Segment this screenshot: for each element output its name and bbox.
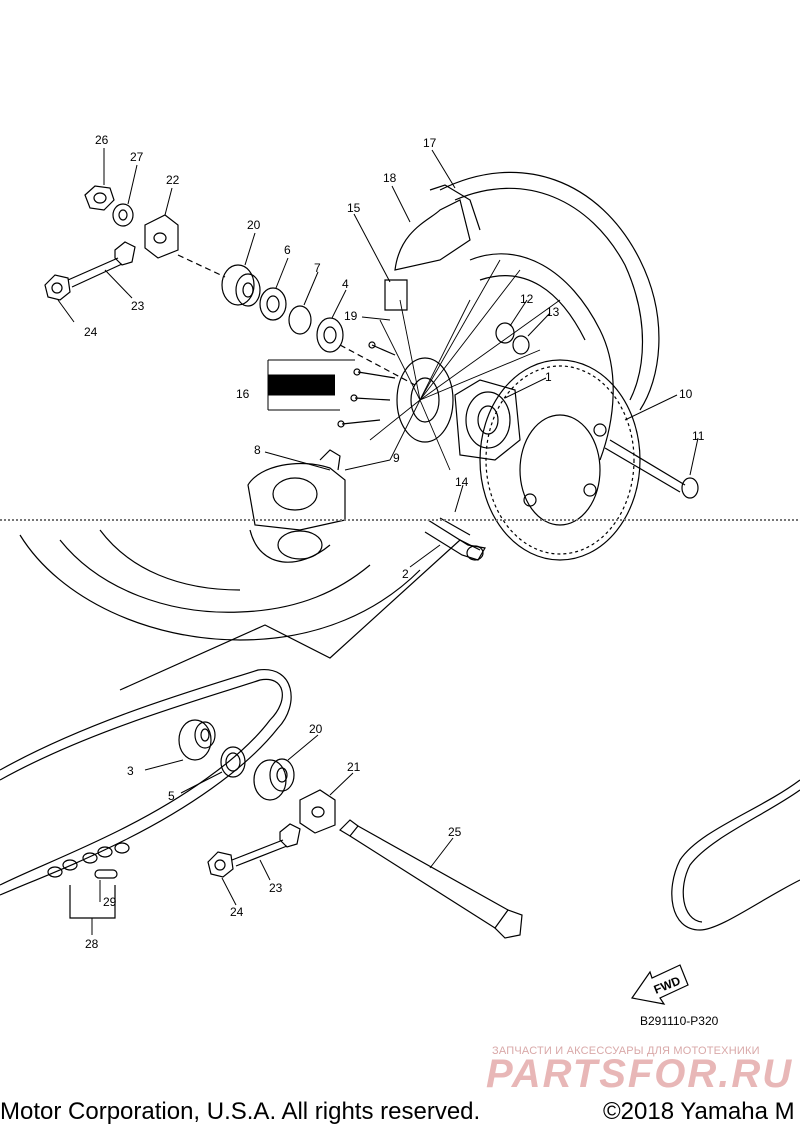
collar-20-lower bbox=[254, 759, 294, 800]
callout-24: 24 bbox=[84, 325, 98, 339]
locknut-24 bbox=[45, 275, 70, 300]
collar-20 bbox=[222, 265, 260, 306]
watermark-tagline: ЗАПЧАСТИ И АКСЕССУАРЫ ДЛЯ МОТОТЕХНИКИ bbox=[492, 1045, 760, 1057]
bolt-23-lower bbox=[232, 824, 300, 866]
callout-11: 11 bbox=[692, 429, 705, 443]
rear-hub bbox=[397, 358, 453, 442]
part-callouts: 26 27 22 20 6 7 4 19 15 18 17 12 13 1 10… bbox=[84, 133, 705, 997]
wheel-balance-bolts-16 bbox=[338, 342, 395, 427]
axis-line-upper bbox=[178, 255, 225, 277]
callout-20: 20 bbox=[247, 218, 261, 232]
callout-23-lower: 23 bbox=[269, 881, 283, 895]
swingarm-outline bbox=[120, 540, 480, 690]
callout-9: 9 bbox=[393, 451, 400, 465]
bolt-23 bbox=[68, 242, 135, 287]
callout-8: 8 bbox=[254, 443, 261, 457]
callout-26: 26 bbox=[95, 133, 109, 147]
hub-clutch bbox=[455, 380, 520, 460]
callout-15: 15 bbox=[347, 201, 361, 215]
hub-lower bbox=[250, 530, 330, 562]
rear-sprocket bbox=[480, 360, 640, 560]
callout-13: 13 bbox=[546, 305, 560, 319]
callout-21: 21 bbox=[347, 760, 361, 774]
callout-3: 3 bbox=[127, 764, 134, 778]
sprocket-bolt-11 bbox=[605, 440, 698, 498]
rear-axle-25 bbox=[340, 820, 522, 938]
callout-12: 12 bbox=[520, 292, 534, 306]
callout-25: 25 bbox=[448, 825, 462, 839]
circlip-5 bbox=[221, 747, 245, 777]
tire-outline bbox=[440, 172, 659, 460]
rim-strap-and-lock bbox=[385, 185, 480, 310]
wheel-spokes bbox=[370, 260, 560, 470]
circlip-7 bbox=[289, 306, 311, 334]
callout-10: 10 bbox=[679, 387, 693, 401]
callout-5: 5 bbox=[168, 789, 175, 803]
master-link-28-29 bbox=[48, 843, 129, 918]
bearing-3 bbox=[179, 720, 215, 760]
fwd-label: FWD bbox=[652, 973, 683, 996]
bearing-6 bbox=[260, 288, 286, 320]
callout-6: 6 bbox=[284, 243, 291, 257]
callout-29: 29 bbox=[103, 895, 117, 909]
copyright-left: Motor Corporation, U.S.A. All rights res… bbox=[0, 1098, 481, 1125]
callout-14: 14 bbox=[455, 475, 469, 489]
callout-27: 27 bbox=[130, 150, 144, 164]
callout-16: 16 bbox=[236, 387, 250, 401]
callout-23: 23 bbox=[131, 299, 145, 313]
axis-line-hub bbox=[340, 345, 415, 385]
nut-26 bbox=[85, 186, 114, 210]
chain-loop bbox=[0, 670, 800, 930]
adjuster-block-21 bbox=[300, 790, 335, 833]
callout-22: 22 bbox=[166, 173, 180, 187]
callout-20-lower: 20 bbox=[309, 722, 323, 736]
diagram-code: B291110-P320 bbox=[640, 1014, 719, 1028]
copyright-right: ©2018 Yamaha M bbox=[603, 1098, 795, 1125]
callout-1: 1 bbox=[545, 370, 552, 384]
washer-27 bbox=[113, 204, 133, 226]
locknut-24-lower bbox=[208, 852, 233, 877]
callout-7: 7 bbox=[314, 261, 321, 275]
bearing-4 bbox=[317, 318, 343, 352]
fwd-arrow-icon bbox=[632, 965, 688, 1004]
callout-18: 18 bbox=[383, 171, 397, 185]
nut-12-washer-13 bbox=[496, 323, 529, 354]
leader-lines bbox=[58, 148, 698, 935]
lower-tire-outline bbox=[20, 530, 420, 640]
callout-28: 28 bbox=[85, 937, 99, 951]
callout-19: 19 bbox=[344, 309, 358, 323]
callout-24-lower: 24 bbox=[230, 905, 244, 919]
callout-17: 17 bbox=[423, 136, 437, 150]
adjuster-block-22 bbox=[145, 215, 178, 258]
callout-2: 2 bbox=[402, 567, 409, 581]
callout-4: 4 bbox=[342, 277, 349, 291]
brake-disc-cover-8 bbox=[248, 450, 345, 530]
watermark-logo: PARTSFOR.RU bbox=[486, 1052, 794, 1096]
